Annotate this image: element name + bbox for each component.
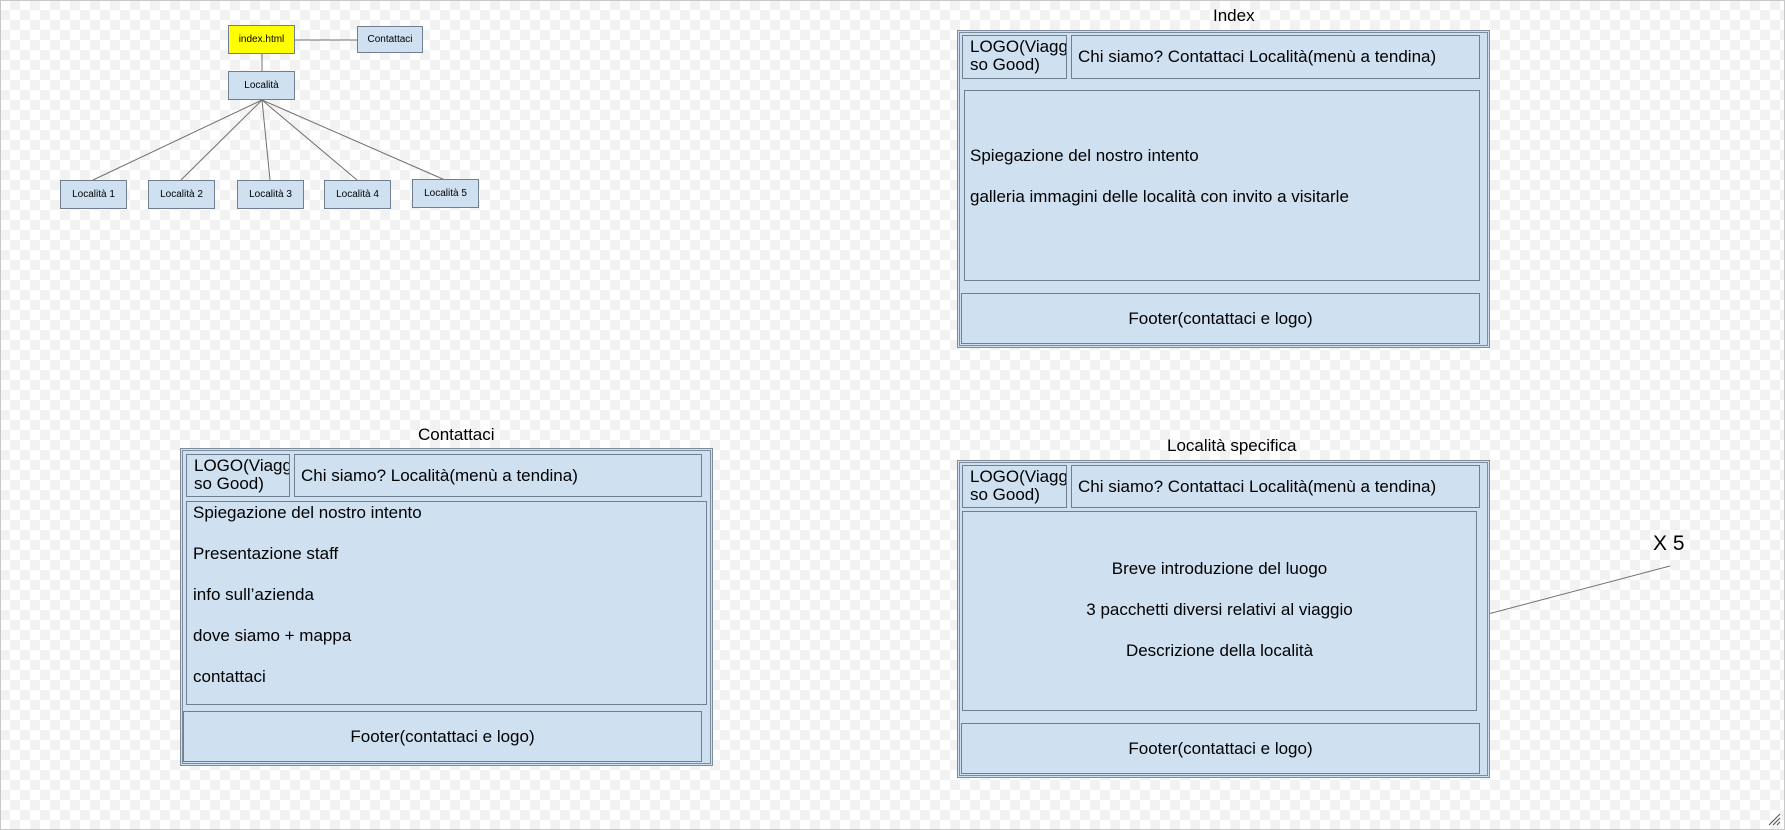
sitemap-location-3-node[interactable]: Località 3 bbox=[237, 180, 304, 209]
contact-page-title: Contattaci bbox=[418, 425, 495, 444]
sitemap-location-4-node[interactable]: Località 4 bbox=[324, 180, 391, 209]
sitemap-location-2-node[interactable]: Località 2 bbox=[148, 180, 215, 209]
contact-nav[interactable]: Chi siamo? Località(menù a tendina) bbox=[294, 454, 702, 497]
sitemap-contact-node[interactable]: Contattaci bbox=[357, 26, 423, 53]
contact-content-line-5: contattaci bbox=[193, 667, 266, 686]
contact-content-line-3: info sull’azienda bbox=[193, 585, 314, 604]
resize-grip-icon[interactable] bbox=[1767, 812, 1781, 826]
index-logo[interactable]: LOGO(Viaggi so Good) bbox=[962, 35, 1067, 79]
index-content-line-1: Spiegazione del nostro intento bbox=[970, 146, 1199, 165]
sitemap-location-5-node[interactable]: Località 5 bbox=[412, 179, 479, 208]
contact-content[interactable]: Spiegazione del nostro intento Presentaz… bbox=[186, 501, 707, 705]
contact-content-line-1: Spiegazione del nostro intento bbox=[193, 503, 422, 522]
sitemap-location-1-node[interactable]: Località 1 bbox=[60, 180, 127, 209]
location-content-line-1: Breve introduzione del luogo bbox=[1111, 559, 1328, 578]
sitemap-root-node[interactable]: index.html bbox=[228, 25, 295, 54]
location-logo[interactable]: LOGO(Viaggi so Good) bbox=[962, 465, 1067, 508]
multiplier-label: X 5 bbox=[1653, 532, 1685, 555]
index-content[interactable]: Spiegazione del nostro intento galleria … bbox=[964, 90, 1480, 281]
index-content-line-2: galleria immagini delle località con inv… bbox=[970, 187, 1349, 206]
location-page-title: Località specifica bbox=[1167, 436, 1297, 455]
sitemap-locations-node[interactable]: Località bbox=[228, 71, 295, 100]
contact-logo[interactable]: LOGO(Viaggi so Good) bbox=[186, 454, 290, 497]
contact-footer[interactable]: Footer(contattaci e logo) bbox=[183, 711, 702, 762]
contact-content-line-4: dove siamo + mappa bbox=[193, 626, 352, 645]
index-footer[interactable]: Footer(contattaci e logo) bbox=[961, 293, 1480, 344]
location-content-line-2: 3 pacchetti diversi relativi al viaggio bbox=[1086, 600, 1353, 619]
location-content[interactable]: Breve introduzione del luogo 3 pacchetti… bbox=[962, 511, 1477, 711]
location-content-line-3: Descrizione della località bbox=[1125, 641, 1314, 660]
contact-content-line-2: Presentazione staff bbox=[193, 544, 339, 563]
location-nav[interactable]: Chi siamo? Contattaci Località(menù a te… bbox=[1071, 465, 1480, 508]
location-footer[interactable]: Footer(contattaci e logo) bbox=[961, 723, 1480, 774]
index-nav[interactable]: Chi siamo? Contattaci Località(menù a te… bbox=[1071, 35, 1480, 79]
index-page-title: Index bbox=[1213, 6, 1255, 25]
